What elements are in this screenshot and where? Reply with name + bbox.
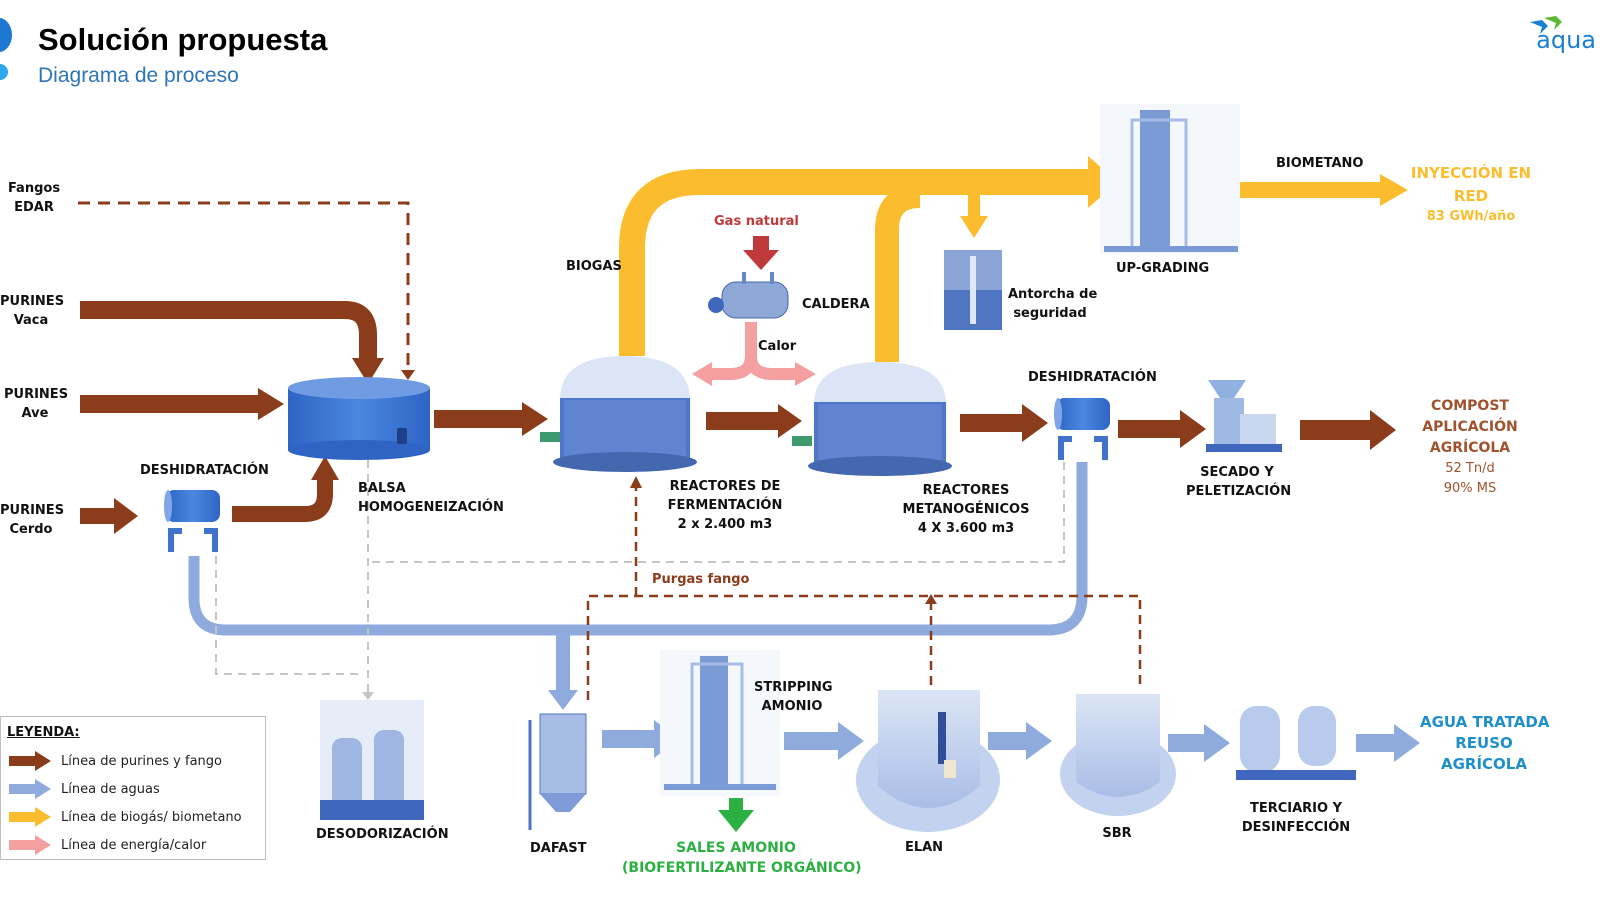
purines-cerdo-arrow [80,498,138,534]
terciario-to-agua-arrow [1356,724,1420,762]
balsa-to-fermentacion-arrow [434,402,548,436]
legend-label: Línea de aguas [61,781,160,797]
deshidratacion-2-unit [1054,398,1110,460]
deshidratacion-1-unit [164,490,220,552]
logo-text: aqua [1536,26,1596,54]
terciario-filters [1236,706,1356,780]
legend-title: LEYENDA: [7,725,80,740]
sbr-tank [1060,694,1176,816]
odor-dashed-lines [215,460,1065,700]
caldera-label: CALDERA [802,297,870,312]
pink-arrow-icon [9,835,51,855]
metanogenico-to-deshidratacion-arrow [960,404,1048,442]
water-return-line [188,462,1088,710]
gas-natural-arrow [743,236,779,270]
legend-item-aguas: Línea de aguas [9,778,160,800]
dafast-unit [528,713,587,830]
fermentacion-to-metanogenico-arrow [706,404,802,438]
logo-arrows-icon [1530,16,1562,34]
reactor-metanogenico [792,362,952,476]
legend-item-purines: Línea de purines y fango [9,750,222,772]
purgas-fango-lines [586,476,1142,700]
upgrading-tower [1100,104,1240,254]
elan-label: ELAN [904,840,944,855]
secado-to-compost-arrow [1300,410,1396,450]
aqua-logo: aqua [1518,12,1598,62]
caldera-boiler [708,272,789,319]
blue-arrow-icon [9,779,51,799]
stripping-to-elan-arrow [784,722,864,760]
desodorizacion-photo [320,700,424,820]
gas-natural-label: Gas natural [714,214,799,229]
fangos-edar-line [78,201,415,380]
purines-vaca-arrow [80,301,384,384]
brand-dot-large [0,18,12,52]
deshidratacion-to-secado-arrow [1118,410,1206,448]
sales-amonio-arrow [718,798,754,832]
purgas-fango-label: Purgas fango [652,572,750,587]
upgrading-label: UP-GRADING [1116,261,1210,276]
secado-peletizacion-machine [1206,380,1282,452]
elan-to-sbr-arrow [988,722,1052,760]
page-title: Solución propuesta [38,22,328,57]
sbr-to-terciario-arrow [1168,724,1230,762]
brand-dot-small [0,64,8,80]
calor-label: Calor [758,339,797,354]
balsa-tank [288,377,430,460]
reactor-fermentacion [540,356,697,472]
legend-label: Línea de purines y fango [61,753,222,769]
sales-amonio-output: SALES AMONIO(BIOFERTILIZANTE ORGÁNICO) [622,840,862,877]
purines-ave-arrow [80,388,284,420]
elan-tank [856,690,1000,832]
legend-item-energia: Línea de energía/calor [9,834,206,856]
brown-arrow-icon [9,751,51,771]
biogas-main-line [619,156,1118,362]
legend-item-biogas: Línea de biogás/ biometano [9,806,242,828]
biometano-label: BIOMETANO [1276,156,1364,171]
antorcha-photo [944,250,1002,330]
legend-label: Línea de energía/calor [61,837,207,853]
yellow-arrow-icon [9,807,51,827]
biogas-label: BIOGAS [566,259,622,274]
legend: LEYENDA: Línea de purines y fango Línea … [0,716,266,860]
dafast-label: DAFAST [530,841,587,856]
deshidratacion-1-label: DESHIDRATACIÓN [140,463,269,478]
legend-label: Línea de biogás/ biometano [61,809,242,825]
calor-heat-arrows [692,322,816,386]
desodorizacion-label: DESODORIZACIÓN [316,827,449,842]
deshidratacion-to-balsa-arrow [232,456,339,522]
deshidratacion-2-label: DESHIDRATACIÓN [1028,370,1157,385]
sbr-label: SBR [1102,826,1132,841]
page-subtitle: Diagrama de proceso [38,64,239,87]
stripping-tower [660,650,780,796]
